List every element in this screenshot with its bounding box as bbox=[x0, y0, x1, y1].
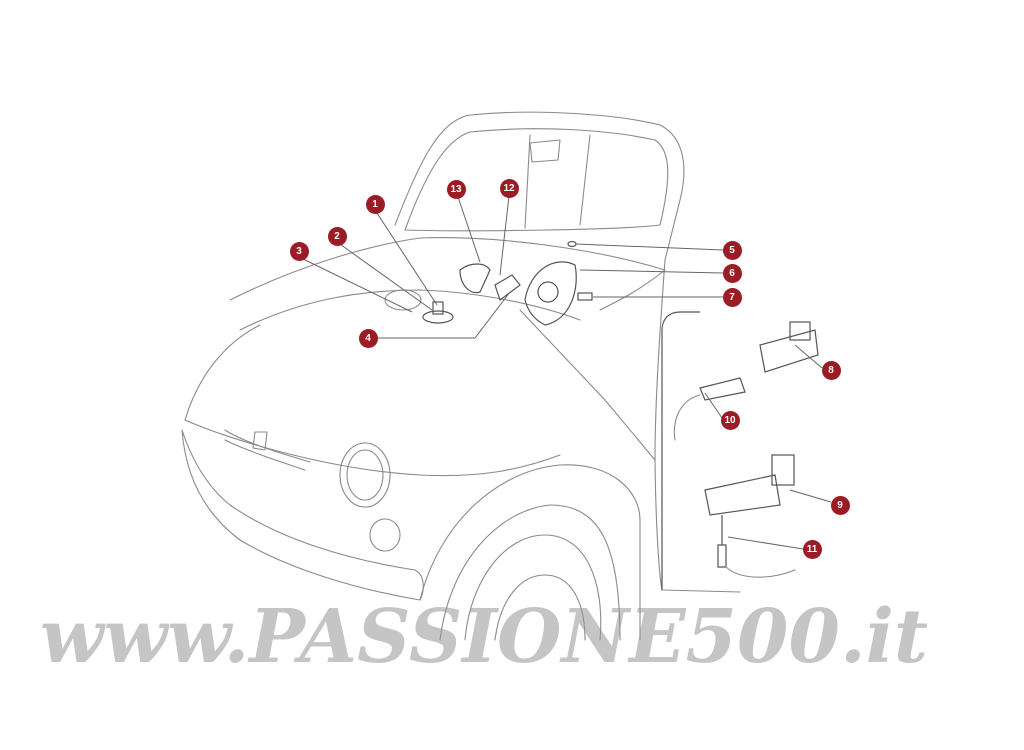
switch-housing bbox=[459, 263, 491, 294]
callout-12: 12 bbox=[499, 178, 519, 198]
hood-panel bbox=[239, 289, 581, 331]
connector-lower bbox=[717, 515, 727, 568]
fuse-cap-upper bbox=[789, 321, 811, 341]
warning-light bbox=[567, 240, 577, 248]
instrument-cluster bbox=[524, 261, 577, 326]
fuse-holder-upper bbox=[759, 329, 819, 373]
fuse-cap-lower bbox=[771, 454, 795, 486]
wire-lower bbox=[725, 566, 796, 578]
leader-lines bbox=[298, 195, 832, 550]
wheel-rim bbox=[494, 574, 586, 641]
headlight bbox=[339, 442, 391, 508]
front-panel bbox=[184, 324, 561, 477]
wire-upper bbox=[673, 394, 701, 441]
fuel-cap bbox=[384, 289, 422, 311]
mirror bbox=[529, 139, 561, 163]
callout-7: 7 bbox=[722, 287, 742, 307]
badge bbox=[252, 431, 268, 451]
callout-3: 3 bbox=[289, 241, 309, 261]
callout-5: 5 bbox=[722, 240, 742, 260]
callout-4: 4 bbox=[358, 328, 378, 348]
callout-2: 2 bbox=[327, 226, 347, 246]
fuel-line bbox=[661, 311, 700, 590]
tyre bbox=[464, 534, 602, 641]
callout-11: 11 bbox=[802, 539, 822, 559]
watermark: www.PASSIONE500.it bbox=[40, 594, 928, 680]
switch bbox=[494, 274, 521, 301]
callout-8: 8 bbox=[821, 360, 841, 380]
gauge bbox=[537, 281, 559, 303]
windshield-frame bbox=[524, 134, 591, 229]
sender-flange bbox=[422, 310, 454, 324]
callout-1: 1 bbox=[365, 194, 385, 214]
hood-outline bbox=[229, 237, 666, 311]
wheel-arch bbox=[439, 504, 621, 641]
windshield-washer-tube bbox=[519, 309, 656, 461]
callout-9: 9 bbox=[830, 495, 850, 515]
windshield bbox=[404, 128, 669, 232]
callout-13: 13 bbox=[446, 179, 466, 199]
fog-light bbox=[369, 518, 401, 552]
moustache-trim bbox=[224, 429, 311, 471]
wing bbox=[419, 464, 641, 641]
fuse-holder-lower bbox=[704, 474, 781, 516]
roof-outline bbox=[394, 111, 685, 261]
front-bumper bbox=[181, 429, 424, 601]
callout-10: 10 bbox=[720, 410, 740, 430]
sender-unit bbox=[432, 301, 444, 315]
connector-upper bbox=[699, 377, 746, 401]
headlight-inner bbox=[346, 449, 384, 501]
callout-6: 6 bbox=[722, 263, 742, 283]
bulb-holder bbox=[577, 292, 593, 301]
